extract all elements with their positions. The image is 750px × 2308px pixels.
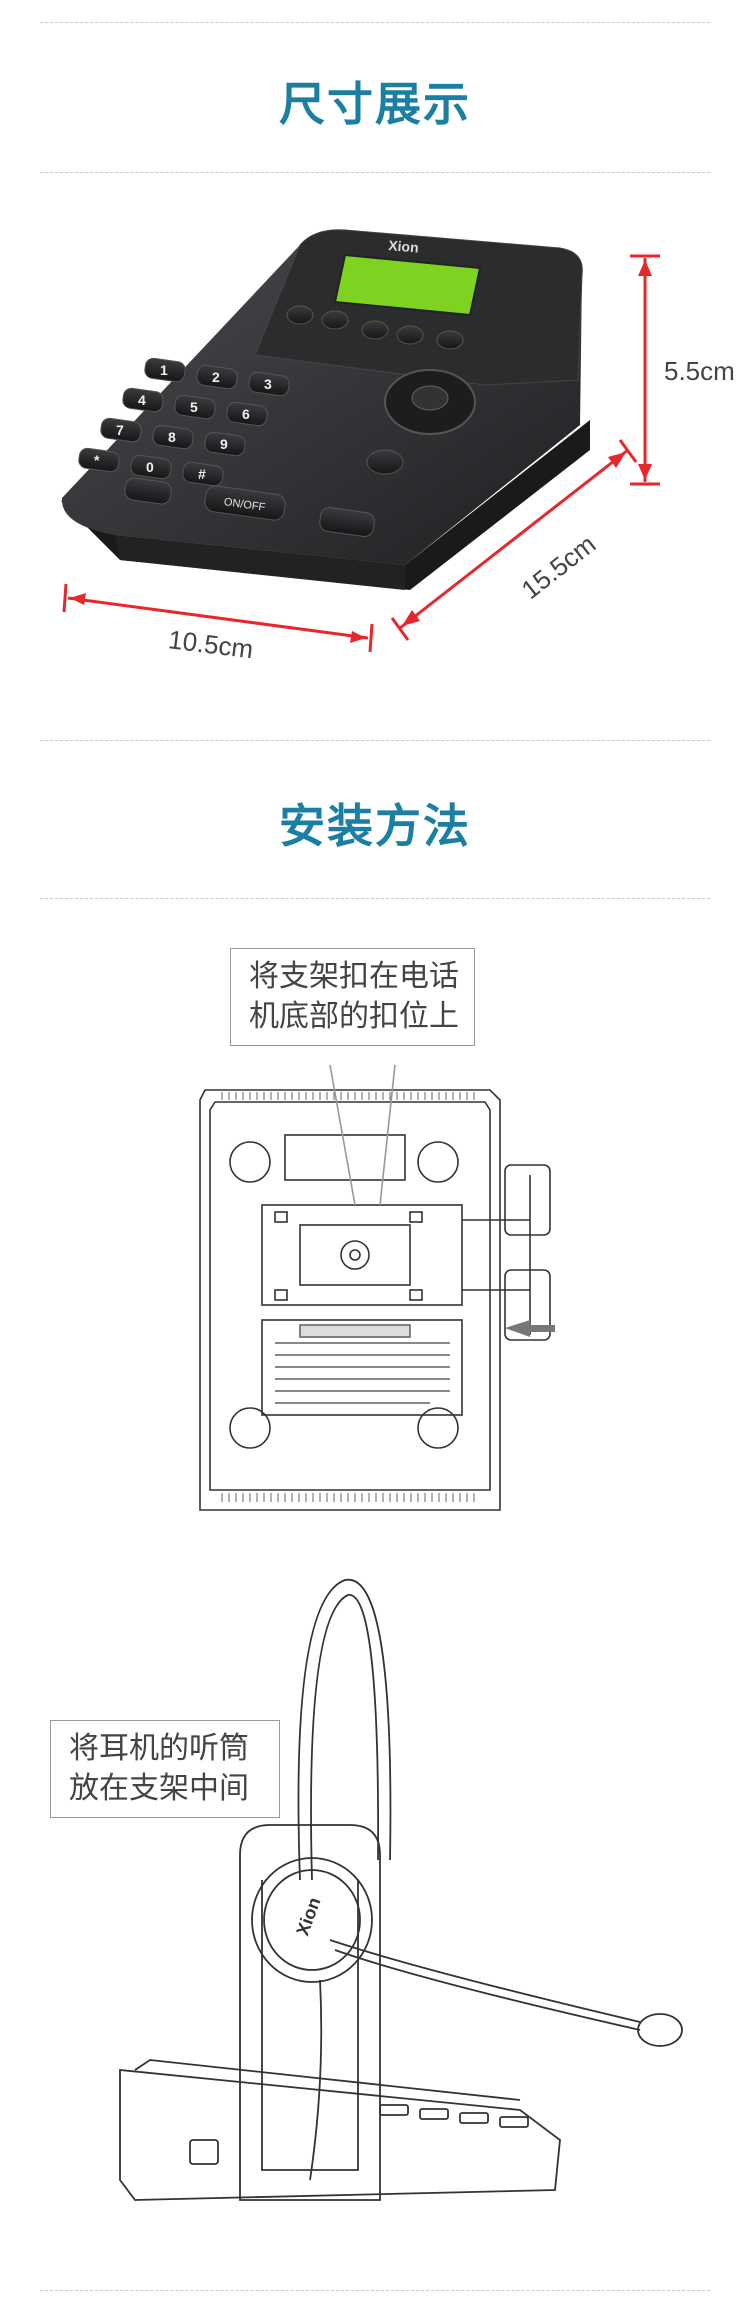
mic-tip: [637, 2013, 683, 2047]
lcd-screen: [333, 253, 482, 317]
headset-on-stand-figure: Xion: [119, 1578, 683, 2201]
foot-top-right: [417, 1141, 459, 1183]
arrow-left-icon: [505, 1320, 555, 1337]
earpiece: [251, 1857, 373, 1983]
keypad-key-label: 6: [242, 406, 250, 422]
on-off-label: ON/OFF: [223, 496, 266, 514]
callout-2-line-2: 放在支架中间: [69, 1771, 249, 1806]
width-dimension: [62, 583, 374, 653]
bracket-clip-top: [504, 1164, 551, 1236]
on-off-key: ON/OFF: [204, 485, 286, 521]
keypad-key-4: 4: [122, 387, 164, 413]
headset-stand: [239, 1824, 381, 2201]
install-section-title: 安装方法: [279, 799, 471, 853]
foot-bottom-right: [417, 1407, 459, 1449]
height-label: 5.5cm: [664, 356, 735, 386]
headset-brand: Xion: [292, 1895, 324, 1938]
install-top-divider: [40, 740, 710, 741]
width-label: 10.5cm: [167, 624, 255, 664]
keypad-key-0: 0: [130, 454, 172, 480]
vent-lines-top: [221, 1092, 475, 1502]
phone-brand: Xion: [388, 237, 420, 256]
keypad: 1 2 3 4 5 6 7 8 9 * 0 #: [78, 357, 290, 487]
callout-pointer-1: [329, 1064, 356, 1206]
height-dimension: [630, 254, 660, 486]
depth-dimension: [390, 439, 638, 641]
star2-key: [319, 507, 375, 537]
keypad-key-label: #: [198, 466, 206, 482]
size-title-divider: [40, 172, 710, 173]
depth-label: 15.5cm: [516, 529, 602, 605]
keypad-key-label: 5: [190, 399, 198, 415]
mute-key: [366, 449, 404, 475]
top-label-area: [284, 1134, 406, 1181]
headset-cable: [309, 1979, 323, 2181]
phone-underside-figure: [199, 1064, 555, 1511]
keypad-key-8: 8: [152, 424, 194, 450]
foot-bottom-left: [229, 1407, 271, 1449]
bracket-arm: [462, 1175, 531, 1335]
keypad-key-3: 3: [248, 371, 290, 397]
star1-key: [124, 477, 172, 505]
keypad-key-5: 5: [174, 394, 216, 420]
keypad-key-*: *: [78, 447, 120, 473]
top-divider: [40, 22, 710, 23]
callout-1-line-1: 将支架扣在电话: [249, 959, 459, 994]
keypad-key-7: 7: [100, 417, 142, 443]
install-callout-1: 将支架扣在电话 机底部的扣位上: [230, 948, 475, 1046]
install-title-divider: [40, 898, 710, 899]
keypad-key-label: 0: [146, 459, 154, 475]
bracket-clip-area: [261, 1204, 463, 1306]
callout-2-line-1: 将耳机的听筒: [69, 1731, 249, 1766]
install-callout-2: 将耳机的听筒 放在支架中间: [50, 1720, 280, 1818]
speaker-panel: [299, 1224, 411, 1286]
function-keys: [286, 305, 464, 350]
bracket-clip-bottom: [504, 1269, 551, 1341]
mic-boom: [329, 1939, 641, 2031]
navigation-wheel: [384, 369, 476, 435]
headband: [297, 1578, 392, 1881]
keypad-key-label: 9: [220, 436, 228, 452]
keypad-key-label: 4: [138, 392, 146, 408]
keypad-key-9: 9: [204, 431, 246, 457]
keypad-key-label: 7: [116, 422, 124, 438]
warning-text-lines: [275, 1342, 450, 1404]
phone-jack-icon: [189, 2139, 219, 2165]
keypad-key-1: 1: [144, 357, 186, 383]
keypad-key-label: 3: [264, 376, 272, 392]
keypad-key-2: 2: [196, 364, 238, 390]
phone-side-profile: [119, 2069, 561, 2201]
side-keys: [379, 2104, 529, 2128]
phone-base: [60, 420, 590, 590]
keypad-key-6: 6: [226, 401, 268, 427]
keypad-key-label: 1: [160, 362, 168, 378]
foot-top-left: [229, 1141, 271, 1183]
keypad-key-label: *: [94, 452, 100, 468]
callout-1-line-2: 机底部的扣位上: [249, 999, 459, 1034]
keypad-key-#: #: [182, 461, 224, 487]
size-section-title: 尺寸展示: [279, 77, 471, 131]
keypad-key-label: 2: [212, 369, 220, 385]
warning-label: [261, 1319, 463, 1416]
keypad-key-label: 8: [168, 429, 176, 445]
bottom-divider: [40, 2290, 710, 2291]
phone-dimension-figure: Xion 1 2 3 4 5 6 7 8 9 * 0 # ON/OFF 5.5cm 15.5cm: [60, 229, 735, 664]
phone-underside-outline: [199, 1089, 501, 1511]
